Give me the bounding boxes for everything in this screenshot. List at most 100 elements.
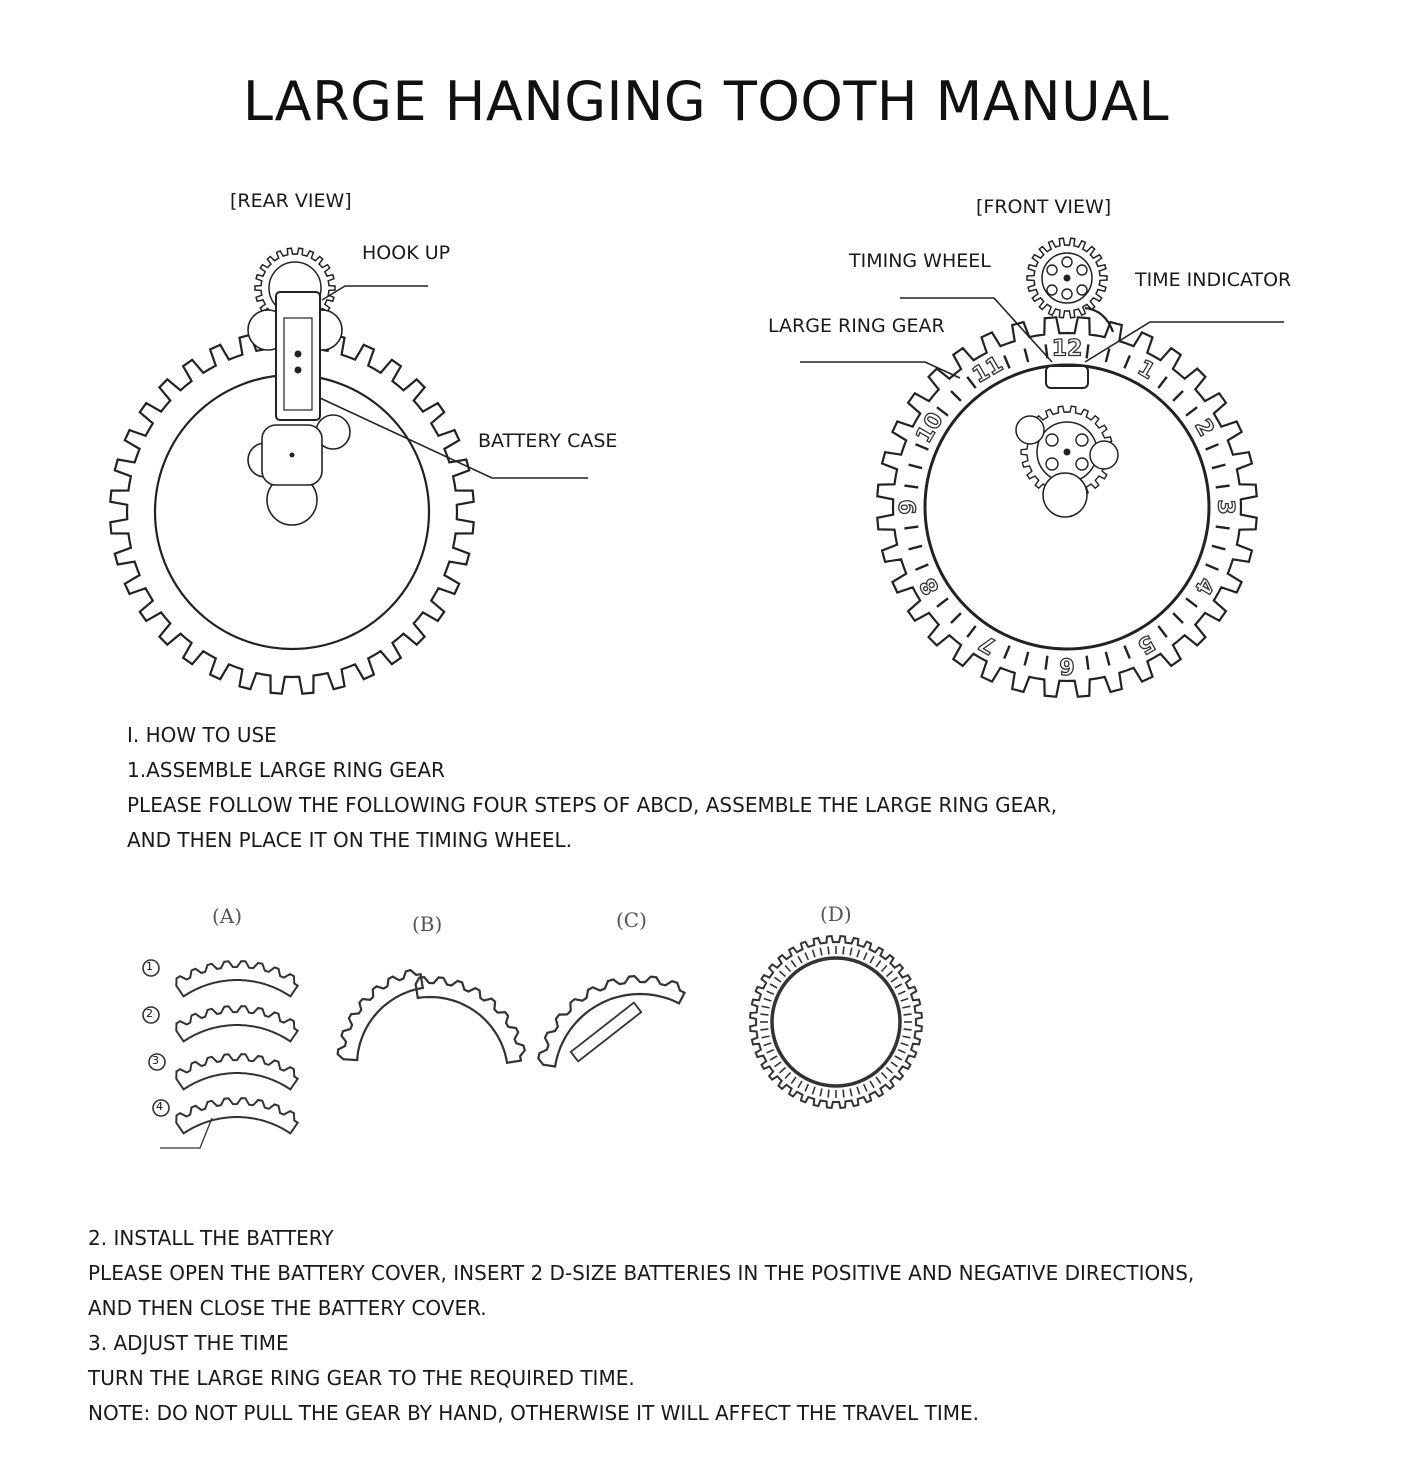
front-hour-tick (1023, 651, 1030, 666)
front-hour-tick (1104, 348, 1111, 363)
rear-view-label: [REAR VIEW] (230, 190, 352, 212)
step-d-tick (900, 1042, 909, 1047)
step-d-tick (790, 960, 797, 968)
step-d-tick (769, 983, 778, 989)
front-hour-tick (1003, 645, 1011, 659)
step-d-tick (797, 1080, 803, 1089)
front-hour-tick (966, 376, 977, 389)
step-d-tick (842, 1089, 845, 1098)
step-d-tick (761, 1005, 770, 1009)
front-hour-tick (1172, 390, 1184, 402)
front-hour-tick (1185, 406, 1198, 417)
step-d-tick (790, 1076, 797, 1084)
step-d-tick (875, 1076, 882, 1084)
step-a-illustration (142, 959, 300, 1149)
front-view-label: [FRONT VIEW] (976, 196, 1112, 218)
assemble-instruction-line2: AND THEN PLACE IT ON THE TIMING WHEEL. (127, 828, 573, 852)
step-d-tick (862, 1083, 868, 1092)
front-hour-tick (1215, 484, 1230, 489)
timing-wheel-leader (900, 297, 1053, 363)
front-hour-tick (908, 544, 923, 551)
front-hour-ticks (904, 344, 1230, 670)
battery-instruction-line2: AND THEN CLOSE THE BATTERY COVER. (88, 1296, 487, 1320)
step-d-tick (774, 1061, 782, 1068)
assemble-step-title: 1.ASSEMBLE LARGE RING GEAR (127, 758, 445, 782)
step-d-label: (D) (820, 902, 852, 926)
part-number-3: 3 (152, 1054, 159, 1067)
step-d-tick (869, 1080, 875, 1089)
step-d-tick (869, 955, 875, 964)
step-d-tick (890, 1061, 898, 1068)
step-d-tick (890, 976, 898, 983)
front-hour-tick (936, 597, 949, 608)
step-d-tick (804, 952, 810, 961)
step-d-tick (903, 1028, 912, 1031)
step-b-label: (B) (412, 912, 443, 936)
step-b-illustration (336, 968, 527, 1065)
step-d-tick (849, 947, 853, 956)
step-d-tick (902, 1035, 911, 1039)
step-d-tick (763, 997, 772, 1002)
step-d-tick (761, 1035, 770, 1039)
step-d-tick (856, 1086, 861, 1095)
assemble-instruction-line1: PLEASE FOLLOW THE FOLLOWING FOUR STEPS O… (127, 793, 1058, 817)
step-d-tick (897, 1048, 906, 1054)
step-a-segment (175, 1005, 300, 1043)
step-d-tick (827, 1089, 830, 1098)
step-d-tick (778, 970, 787, 978)
front-hour-tick (1172, 612, 1184, 624)
step-d-tick (856, 949, 861, 958)
front-hour-number: 9 (897, 499, 922, 514)
step-d-tick (862, 952, 868, 961)
front-hour-tick (1044, 655, 1049, 670)
front-hour-tick (1211, 463, 1226, 470)
gear-warning-note: NOTE: DO NOT PULL THE GEAR BY HAND, OTHE… (88, 1401, 979, 1425)
adjust-time-instruction: TURN THE LARGE RING GEAR TO THE REQUIRED… (88, 1366, 635, 1390)
front-hour-tick (950, 390, 962, 402)
step-a-label: (A) (212, 904, 243, 928)
front-hour-number: 12 (1052, 337, 1083, 362)
step-d-tick (797, 955, 803, 964)
step-a-segment (175, 960, 300, 998)
step-d-tick (902, 1005, 911, 1009)
step-d-tick (897, 990, 906, 996)
step-a-segment (175, 1097, 300, 1135)
front-hour-tick (1123, 355, 1131, 369)
rear-view-diagram (109, 247, 588, 695)
rear-large-gear (109, 329, 475, 695)
front-hour-tick (1211, 544, 1226, 551)
step-d-tick (875, 960, 882, 968)
front-hour-tick (1085, 655, 1090, 670)
front-hour-tick (1157, 376, 1168, 389)
step-d-tick (769, 1055, 778, 1061)
step-d-tick (819, 1088, 823, 1097)
page-title: LARGE HANGING TOOTH MANUAL (242, 70, 1170, 133)
front-hour-tick (908, 463, 923, 470)
large-ring-gear-label: LARGE RING GEAR (768, 315, 945, 337)
step-a-segment (175, 1053, 300, 1091)
step-d-tick (766, 990, 775, 996)
step-d-tick (894, 983, 903, 989)
step-d-tick (760, 1013, 769, 1016)
front-hour-tick (904, 525, 919, 530)
step-d-tick (827, 946, 830, 955)
adjust-time-title: 3. ADJUST THE TIME (88, 1331, 289, 1355)
step-d-tick (849, 1088, 853, 1097)
battery-case-label: BATTERY CASE (478, 430, 618, 452)
front-hour-tick (1123, 645, 1131, 659)
time-indicator (1084, 306, 1115, 333)
how-to-use-heading: I. HOW TO USE (127, 723, 277, 747)
step-d-tick (819, 947, 823, 956)
time-indicator-label: TIME INDICATOR (1135, 269, 1292, 291)
front-hour-tick (904, 484, 919, 489)
front-hour-number: 6 (1059, 653, 1074, 678)
step-d-tick (778, 1066, 787, 1074)
large-ring-gear-leader (800, 361, 961, 379)
front-hour-tick (1185, 597, 1198, 608)
hook-up-label: HOOK UP (362, 242, 451, 264)
step-d-tick (903, 1013, 912, 1016)
step-d-tick (766, 1048, 775, 1054)
front-hour-tick (915, 443, 929, 451)
